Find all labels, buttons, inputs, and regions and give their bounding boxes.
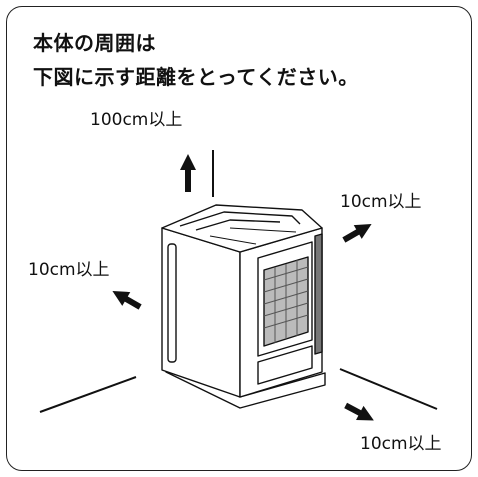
floor-line-left <box>39 376 137 413</box>
top-clearance-label: 100cm以上 <box>90 110 183 130</box>
heading-line-1: 本体の周囲は <box>33 31 156 55</box>
arrow-left-icon <box>112 291 142 310</box>
arrow-down-right-icon <box>344 402 374 421</box>
left-clearance-label: 10cm以上 <box>28 260 110 280</box>
floor-line-right <box>339 368 438 410</box>
heading-line-2: 下図に示す距離をとってください。 <box>33 65 359 89</box>
arrow-up-icon <box>180 154 196 192</box>
arrow-right-icon <box>342 224 372 243</box>
humidifier-illustration <box>161 204 326 409</box>
front-clearance-label: 10cm以上 <box>360 434 442 454</box>
right-clearance-label: 10cm以上 <box>340 192 422 212</box>
